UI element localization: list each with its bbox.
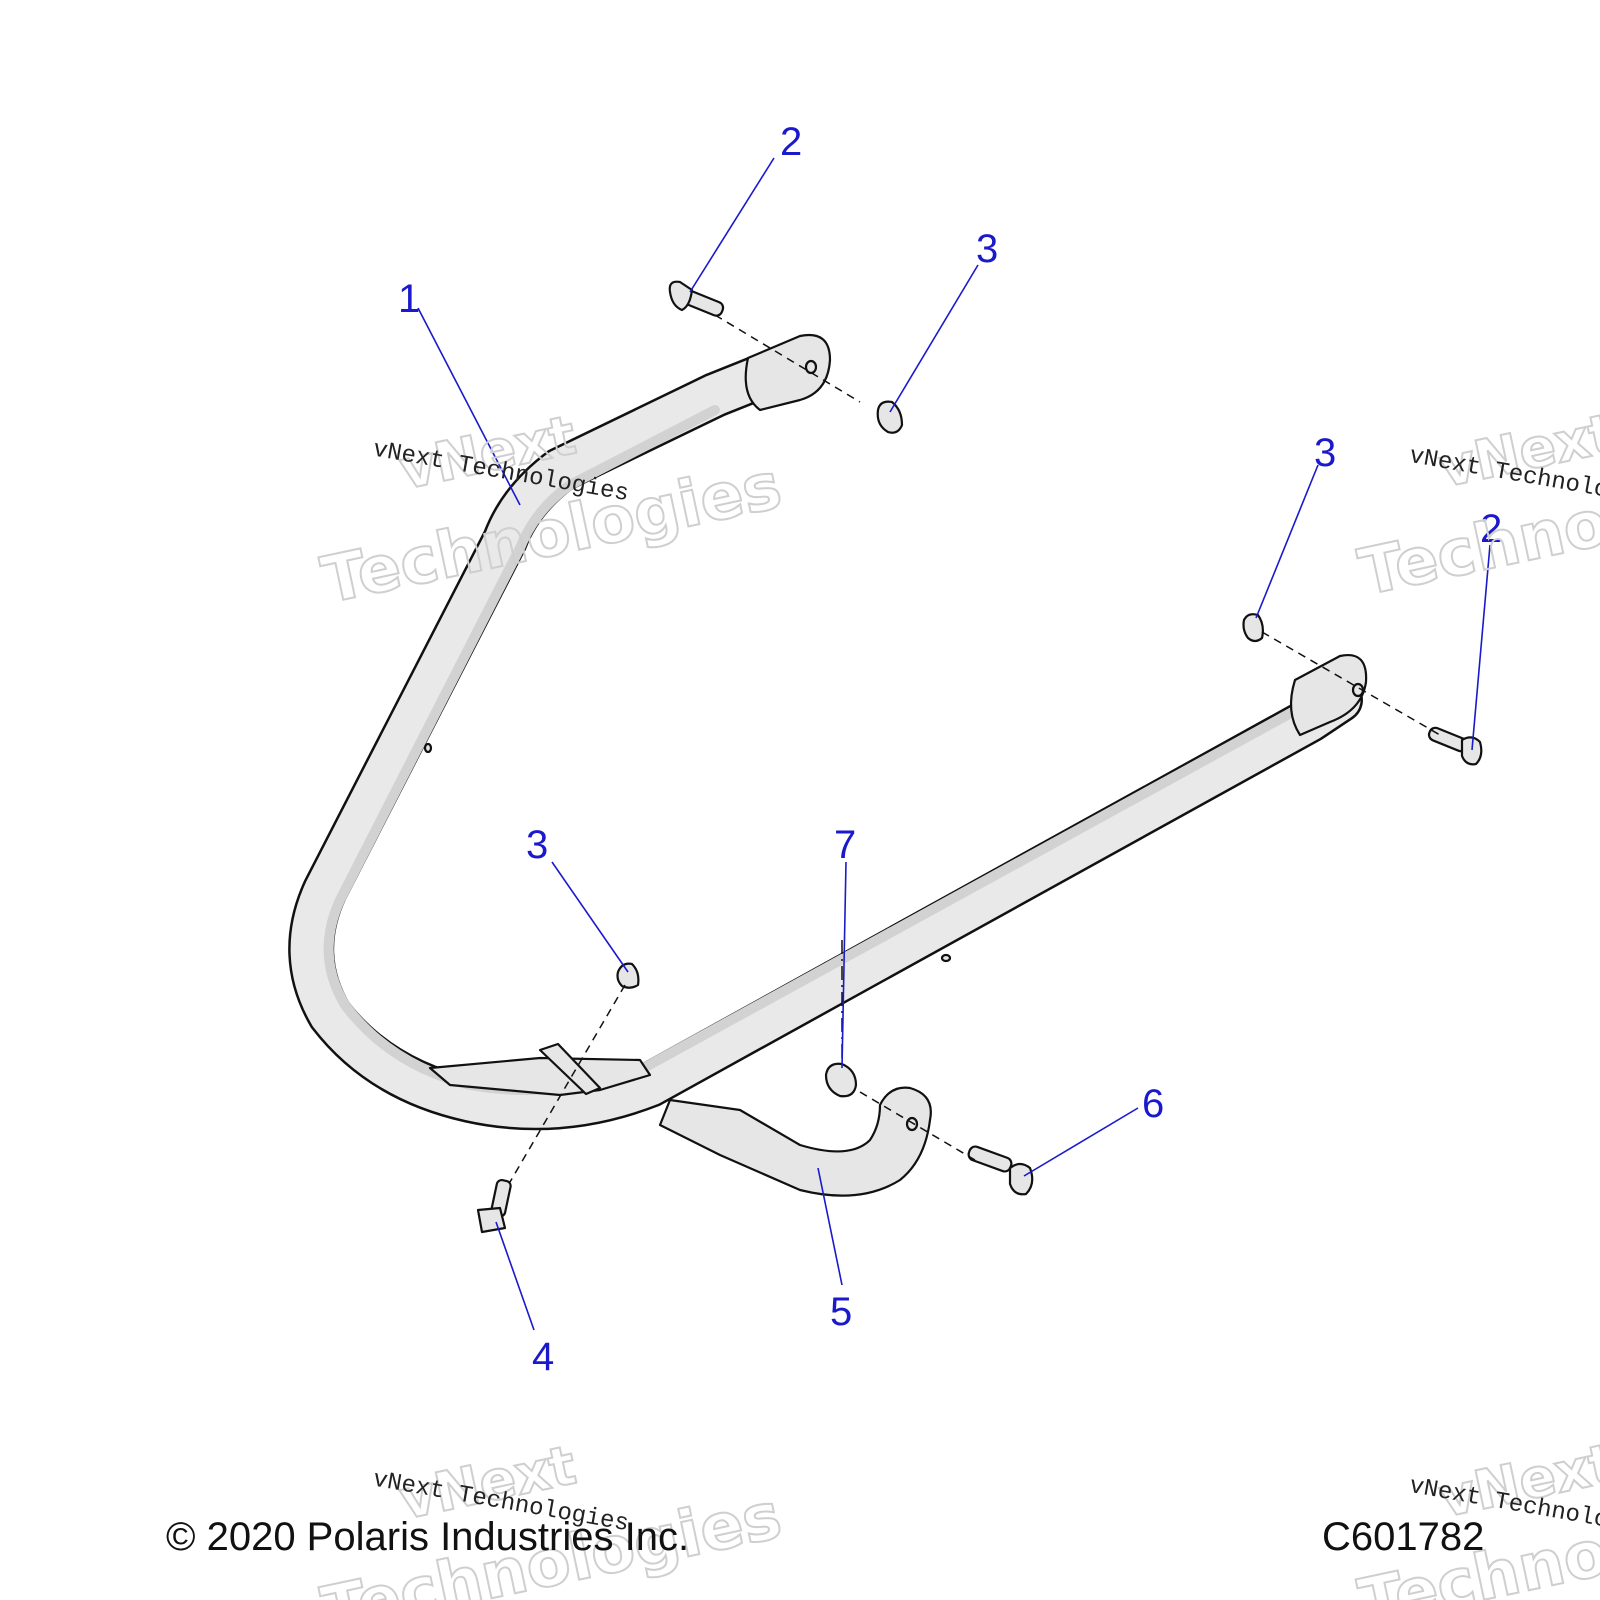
right-mount-tab [1289, 653, 1368, 737]
callout-1: 1 [398, 277, 420, 321]
leader-3b [1255, 464, 1319, 619]
spacer-part-7 [824, 1062, 858, 1098]
leader-1 [417, 307, 521, 506]
callout-3-upper: 3 [976, 227, 998, 271]
leader-4 [495, 1221, 535, 1331]
nut-part-3-lower [616, 962, 640, 989]
bolt-part-6 [967, 1145, 1034, 1196]
watermark-top-right: vNext Technolo vNext Technolo [1352, 400, 1600, 611]
leader-3a [889, 264, 979, 413]
centerline-lower-left [509, 984, 626, 1183]
watermark-top-left: vNext Technologies vNext Technologies [315, 402, 789, 619]
nut-part-3-right [1242, 613, 1264, 643]
leader-3c [551, 861, 629, 973]
center-bracket-tab [538, 1042, 602, 1096]
callout-2-upper: 2 [780, 120, 802, 164]
support-bar-hole [905, 1116, 919, 1132]
leader-7 [841, 861, 847, 1069]
tube-hole-left [423, 742, 433, 754]
callout-6: 6 [1142, 1082, 1164, 1126]
callout-4: 4 [532, 1335, 554, 1379]
upper-left-tab-hole [804, 359, 818, 375]
support-bar-part-5 [658, 1086, 932, 1197]
centerline-upper [714, 314, 861, 403]
leader-6 [1023, 1107, 1139, 1177]
centerline-right [1261, 631, 1441, 736]
callout-3-lower: 3 [526, 823, 548, 867]
tube-hole-right [940, 953, 952, 963]
bolt-part-2-upper [668, 280, 725, 317]
leader-2a [689, 157, 775, 293]
copyright-text: © 2020 Polaris Industries Inc. [166, 1515, 689, 1559]
diagram-code: C601782 [1322, 1515, 1484, 1559]
leader-5 [817, 1167, 843, 1286]
callout-5: 5 [830, 1290, 852, 1334]
callout-3-right: 3 [1314, 431, 1336, 475]
callout-2-right: 2 [1480, 507, 1502, 551]
leader-2b [1471, 544, 1491, 751]
nut-part-3-upper [876, 400, 904, 434]
upper-left-mount-tab [744, 333, 832, 412]
bolt-part-4 [476, 1178, 512, 1234]
callout-7: 7 [834, 823, 856, 867]
